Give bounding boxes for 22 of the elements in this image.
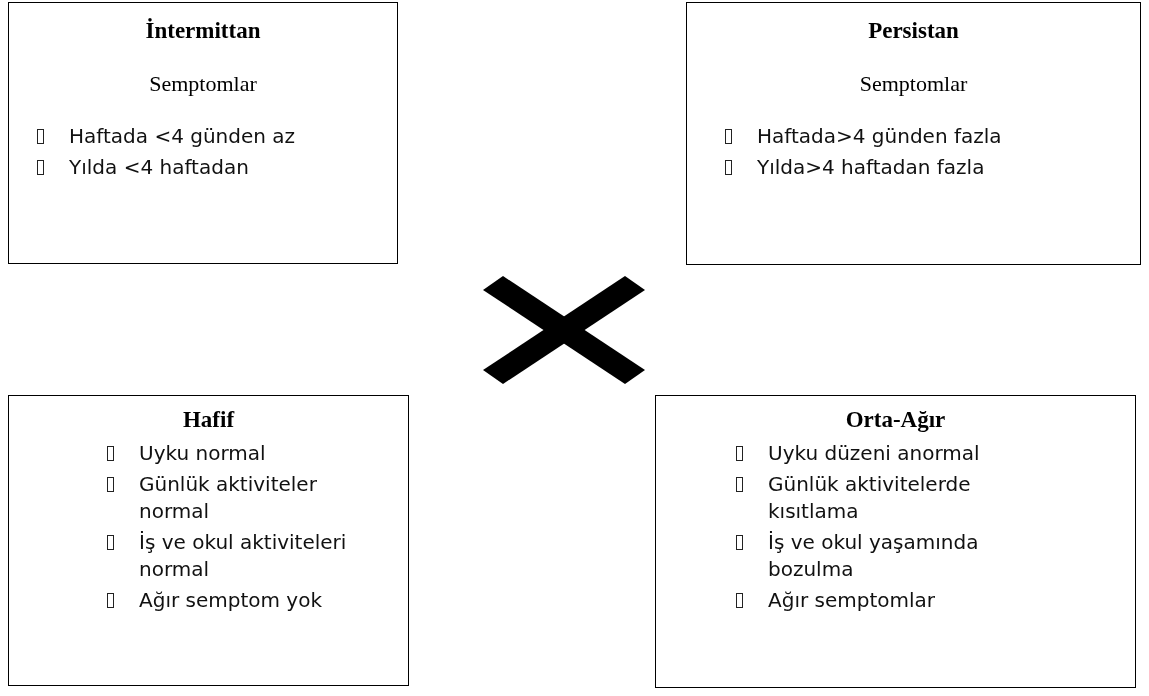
category-box [655,395,1136,688]
box-subtitle: Semptomlar [859,70,968,97]
box-title: Persistan [868,17,959,45]
bullet-item: Günlük aktivitelerde kısıtlama [732,470,992,525]
box-title: İntermittan [145,17,261,45]
box-title: Hafif [182,406,235,434]
category-box [8,395,409,686]
bullet-item: Uyku düzeni anormal [732,439,992,467]
bullet-item: Ağır semptomlar [732,586,992,614]
bullet-item: Haftada <4 günden az [33,123,296,150]
category-box [8,2,398,264]
bullet-item: İş ve okul yaşamında bozulma [732,528,992,583]
box-subtitle: Semptomlar [149,70,257,97]
box-title: Orta-Ağır [845,406,946,434]
bullet-item: Ağır semptom yok [103,586,353,614]
bullet-item: Uyku normal [103,439,353,467]
bullet-item: Yılda>4 haftadan fazla [721,154,1002,181]
bullet-item: Yılda <4 haftadan [33,154,296,181]
bullet-item: Günlük aktiviteler normal [103,470,353,525]
bullet-item: Haftada>4 günden fazla [721,123,1002,150]
bullet-item: İş ve okul aktiviteleri normal [103,528,353,583]
category-box [686,2,1141,265]
